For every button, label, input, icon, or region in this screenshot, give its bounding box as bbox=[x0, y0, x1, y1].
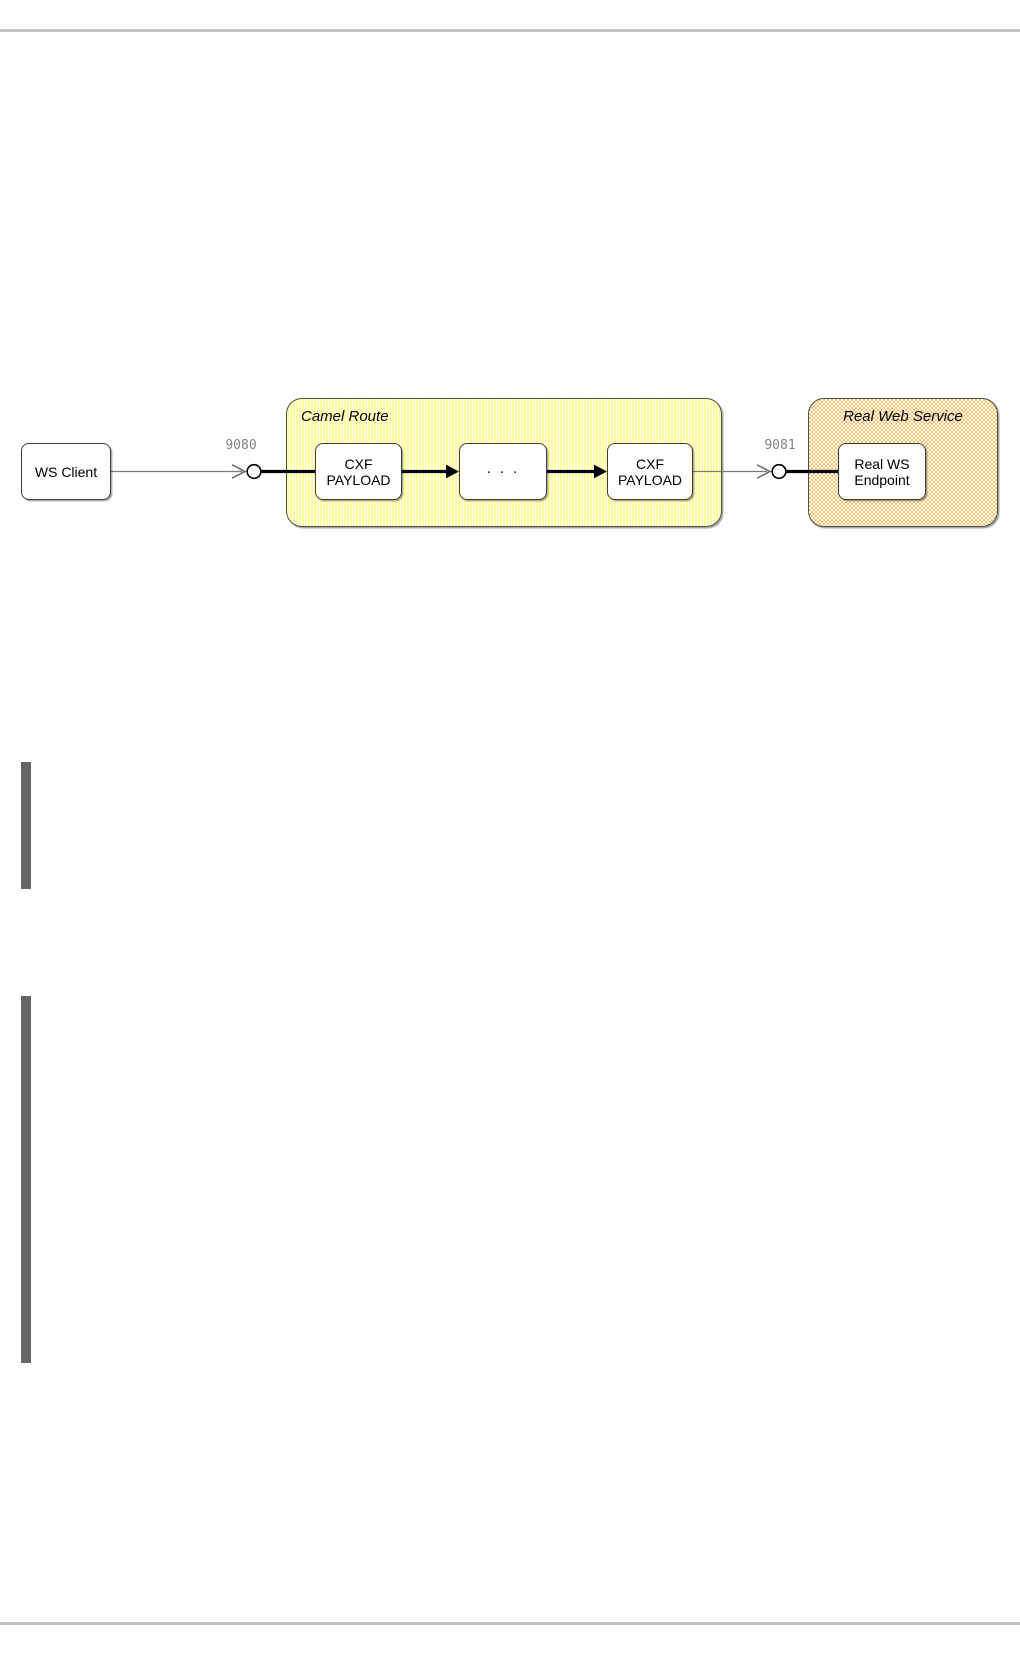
camel-route-title: Camel Route bbox=[301, 408, 389, 425]
open-arrowhead-right-icon bbox=[756, 464, 772, 479]
cxf-payload-node-1: CXF PAYLOAD bbox=[315, 443, 402, 500]
port-circle-9080 bbox=[246, 463, 262, 480]
ellipsis-node: · · · bbox=[459, 443, 547, 500]
real-web-service-title: Real Web Service bbox=[843, 408, 963, 425]
ellipsis-label: · · · bbox=[486, 462, 520, 480]
top-page-rule bbox=[0, 29, 1020, 32]
ws-client-node: WS Client bbox=[21, 443, 111, 500]
port-label-9080: 9080 bbox=[225, 438, 257, 453]
cxf1-label-line1: CXF bbox=[344, 455, 373, 472]
cxf2-label-line2: PAYLOAD bbox=[617, 471, 683, 488]
bottom-page-rule bbox=[0, 1622, 1020, 1625]
cxf-payload-node-2: CXF PAYLOAD bbox=[607, 443, 693, 500]
open-arrowhead-left-icon bbox=[231, 464, 247, 479]
endpoint-label-line1: Real WS bbox=[854, 455, 910, 472]
port-label-9081: 9081 bbox=[764, 438, 796, 453]
cxf1-label-line2: PAYLOAD bbox=[326, 471, 391, 488]
real-ws-endpoint-node: Real WS Endpoint bbox=[838, 443, 926, 500]
endpoint-label-line2: Endpoint bbox=[854, 471, 910, 488]
quote-bar-1 bbox=[21, 762, 31, 889]
port-circle-9081 bbox=[771, 463, 787, 480]
cxf2-label-line1: CXF bbox=[636, 455, 664, 472]
quote-bar-2 bbox=[21, 996, 31, 1363]
ws-client-label: WS Client bbox=[34, 463, 98, 480]
